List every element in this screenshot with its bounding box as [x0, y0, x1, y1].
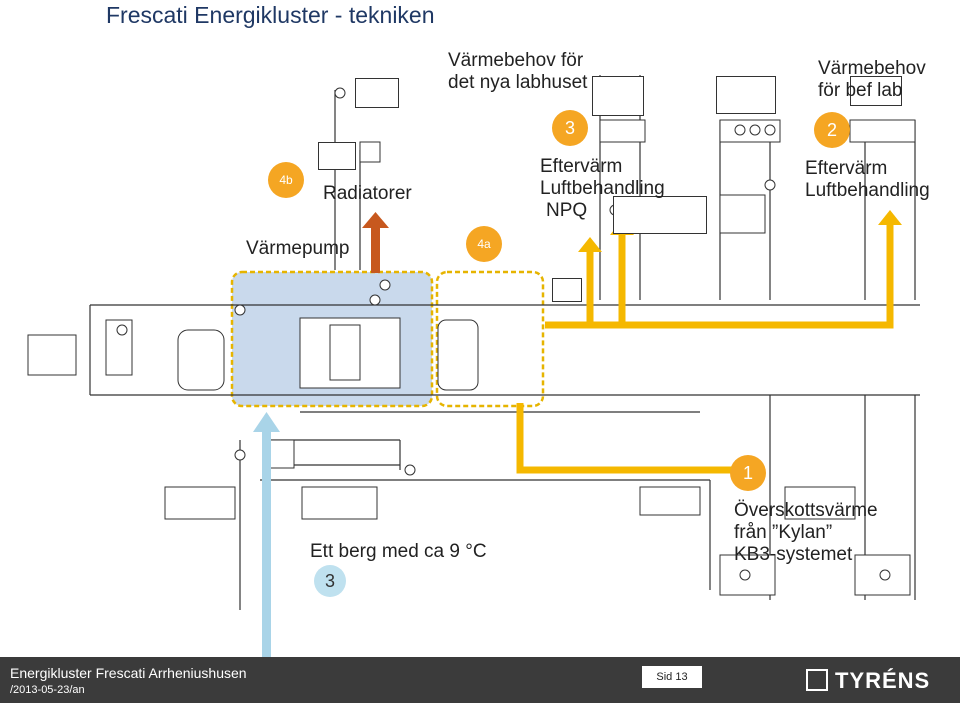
label-radiatorer: Radiatorer	[323, 183, 412, 204]
badge-3: 3	[552, 110, 588, 146]
badge-2: 2	[814, 112, 850, 148]
pumps	[116, 87, 891, 581]
logo-mark-icon	[806, 669, 828, 691]
radiator-arrow	[362, 212, 389, 228]
data-box-vs10	[318, 142, 356, 170]
accumulator-region	[435, 270, 545, 408]
label-varmebehov-nya: Värmebehov för det nya labhuset	[448, 50, 588, 93]
label-eftervarm-npq: Eftervärm Luftbehandling NPQ	[540, 156, 665, 221]
data-box-befl	[716, 76, 776, 114]
company-logo: TYRÉNS	[835, 668, 931, 693]
label-varmebehov-befl: Värmebehov för bef lab	[818, 58, 926, 101]
badge-4b: 4b	[268, 162, 304, 198]
footer-title: Energikluster Frescati Arrheniushusen	[10, 665, 247, 681]
rock-pipe	[262, 428, 271, 657]
label-overskott: Överskottsvärme från ”Kylan” KB3-systeme…	[734, 500, 878, 565]
data-box-kluster	[850, 76, 902, 106]
data-box-vid-hog	[613, 196, 707, 234]
page-number: Sid 13	[642, 666, 702, 688]
data-box-radiator	[355, 78, 399, 108]
footer-bar	[0, 657, 960, 703]
label-varmepump: Värmepump	[246, 238, 350, 259]
data-box-vs10b	[552, 278, 582, 302]
label-eftervarm-2: Eftervärm Luftbehandling	[805, 158, 930, 201]
badge-3-blue: 3	[314, 565, 346, 597]
heat-supply-lines	[516, 225, 894, 474]
radiator-feed	[371, 225, 380, 273]
badge-1: 1	[730, 455, 766, 491]
badge-4a: 4a	[466, 226, 502, 262]
label-berg: Ett berg med ca 9 °C	[310, 541, 487, 562]
data-box-npq	[592, 76, 644, 116]
page-title: Frescati Energikluster - tekniken	[106, 2, 435, 28]
equipment	[27, 119, 916, 596]
rock-arrow	[253, 412, 280, 432]
footer-date: /2013-05-23/an	[10, 684, 85, 696]
